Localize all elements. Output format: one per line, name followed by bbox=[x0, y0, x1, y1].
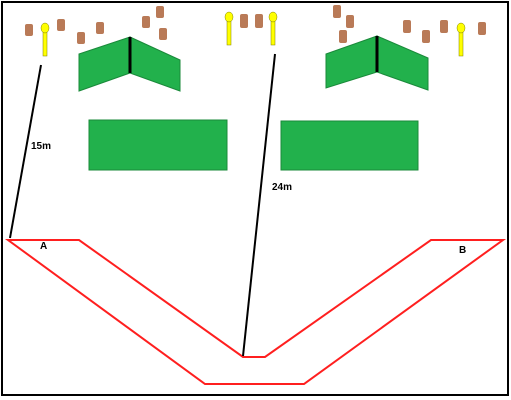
brown-block-icon bbox=[25, 24, 33, 36]
brown-block-icon bbox=[478, 22, 486, 35]
brown-block-icon bbox=[142, 16, 150, 28]
brown-block-icon bbox=[346, 15, 354, 28]
right-panel-left-wing bbox=[325, 35, 378, 89]
yellow-markers bbox=[40, 11, 466, 57]
left-brown-blocks bbox=[25, 6, 167, 44]
left-measure-line bbox=[9, 64, 42, 239]
brown-block-icon bbox=[333, 5, 341, 18]
right-folded-panel bbox=[325, 35, 429, 91]
left-green-rectangle bbox=[88, 119, 228, 171]
left-folded-panel bbox=[78, 36, 181, 92]
brown-block-icon bbox=[255, 14, 263, 28]
brown-block-icon bbox=[159, 28, 167, 40]
right-brown-blocks bbox=[333, 5, 486, 43]
right-panel-right-wing bbox=[376, 35, 429, 91]
brown-block-icon bbox=[96, 22, 104, 34]
brown-block-icon bbox=[240, 14, 248, 28]
brown-block-icon bbox=[77, 32, 85, 44]
yellow-marker-icon bbox=[456, 22, 466, 57]
point-a-label: A bbox=[40, 241, 47, 252]
brown-block-icon bbox=[440, 20, 448, 33]
left-panel-left-wing bbox=[78, 36, 131, 92]
center-distance-label: 24m bbox=[272, 182, 292, 193]
left-distance-label: 15m bbox=[31, 141, 51, 152]
center-brown-blocks bbox=[240, 14, 263, 28]
brown-block-icon bbox=[339, 30, 347, 43]
yellow-marker-icon bbox=[224, 11, 234, 46]
point-b-label: B bbox=[459, 245, 466, 256]
brown-block-icon bbox=[403, 20, 411, 33]
center-measure-line bbox=[242, 53, 276, 357]
brown-block-icon bbox=[422, 30, 430, 43]
red-track bbox=[4, 239, 507, 385]
yellow-marker-icon bbox=[268, 11, 278, 46]
brown-block-icon bbox=[57, 19, 65, 31]
yellow-marker-icon bbox=[40, 22, 50, 57]
brown-block-icon bbox=[156, 6, 164, 18]
right-green-rectangle bbox=[280, 120, 419, 171]
left-panel-right-wing bbox=[129, 36, 181, 92]
